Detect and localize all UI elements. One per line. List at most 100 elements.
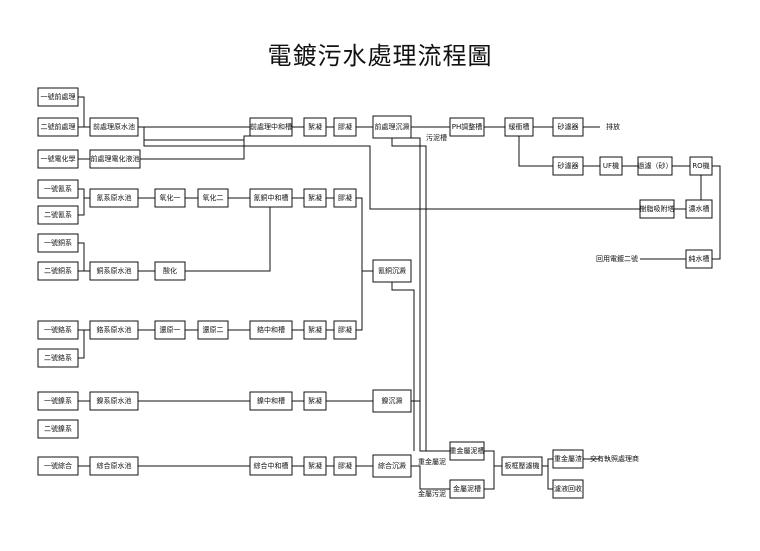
free-label-discharge: 排放 <box>606 122 620 131</box>
connector-line <box>78 242 90 272</box>
process-box-a11: 二號鎳系 <box>37 419 79 439</box>
process-box-label: 濃水槽 <box>689 204 710 213</box>
process-box-frame <box>37 233 79 253</box>
process-box-label: 前處理沉澱 <box>375 122 410 131</box>
process-box-frame <box>197 320 229 340</box>
process-box-label: 絮凝 <box>308 396 322 405</box>
process-box-frame <box>449 117 485 137</box>
process-box-label: 氰銅沉澱 <box>378 266 406 275</box>
process-box-frame <box>552 156 584 176</box>
process-box-frame <box>333 456 357 476</box>
process-box-frame <box>89 149 141 169</box>
process-box-h3: 砂濾器 <box>552 117 584 137</box>
process-box-g2: 氰銅沉澱 <box>372 259 412 283</box>
process-box-frame <box>685 199 713 219</box>
process-box-frame <box>449 479 485 499</box>
process-box-frame <box>89 391 139 411</box>
process-box-frame <box>685 249 713 269</box>
process-box-frame <box>637 156 673 176</box>
process-box-frame <box>249 188 293 208</box>
process-box-h5: UF機 <box>599 156 623 176</box>
process-box-label: 絮凝 <box>308 325 322 334</box>
process-box-label: 二號氰系 <box>44 210 72 219</box>
process-box-label: 一號電化學 <box>41 154 76 163</box>
process-box-d1: 前處理中和槽 <box>249 117 293 137</box>
process-box-frame <box>333 117 357 137</box>
process-box-f4: 膠凝 <box>333 456 357 476</box>
free-label-overflow: 污泥槽 <box>426 133 447 142</box>
diagram-title: 電鍍污水處理流程圖 <box>267 42 493 70</box>
connector-line <box>356 271 363 331</box>
process-box-c2: 氧化二 <box>197 188 229 208</box>
process-box-a1: 一號前處理 <box>37 87 79 107</box>
process-box-frame <box>449 441 485 461</box>
process-box-frame <box>37 117 79 137</box>
process-box-label: UF機 <box>603 161 619 170</box>
process-box-frame <box>501 456 543 476</box>
process-box-label: 濾液回收 <box>554 484 582 493</box>
process-box-frame <box>154 261 186 281</box>
process-box-label: 純水槽 <box>689 254 710 263</box>
process-box-a12: 一號綜合 <box>37 456 79 476</box>
process-box-h9: 濃水槽 <box>685 199 713 219</box>
process-box-a8: 一號鉻系 <box>37 320 79 340</box>
process-box-f2: 膠凝 <box>333 188 357 208</box>
process-box-h1: PH調整槽 <box>449 117 485 137</box>
process-box-b4: 銅系原水池 <box>89 261 139 281</box>
connector-line <box>143 127 640 210</box>
process-box-frame <box>639 199 675 219</box>
process-box-label: 前處理原水池 <box>93 122 135 131</box>
process-box-frame <box>249 320 293 340</box>
process-box-a10: 一號鎳系 <box>37 391 79 411</box>
process-box-frame <box>89 188 139 208</box>
connector-line <box>411 137 450 452</box>
process-box-b2: 前處理電化液池 <box>89 149 141 169</box>
connector-line <box>547 466 553 490</box>
connector-line <box>78 198 85 216</box>
process-box-label: 一號氰系 <box>44 184 72 193</box>
process-box-label: 緩衝槽 <box>509 122 530 131</box>
process-box-label: 重金屬泥槽 <box>450 446 485 455</box>
process-box-label: 銅系原水池 <box>97 266 132 275</box>
process-box-frame <box>504 117 534 137</box>
connector-line <box>484 466 495 490</box>
process-box-i3: 板框壓濾機 <box>501 456 543 476</box>
process-box-i4: 重金屬渣 <box>552 449 584 469</box>
process-box-frame <box>249 117 293 137</box>
process-box-c3: 酸化 <box>154 261 186 281</box>
process-box-b3: 氰系原水池 <box>89 188 139 208</box>
connector-line <box>411 465 450 490</box>
process-box-label: 二號前處理 <box>41 122 76 131</box>
process-box-frame <box>372 454 412 478</box>
process-box-a4: 一號氰系 <box>37 179 79 199</box>
connector-line <box>712 165 721 260</box>
connector-line <box>185 207 271 272</box>
process-box-i2: 金屬泥槽 <box>449 479 485 499</box>
process-box-label: 膠凝 <box>338 325 352 334</box>
connector-lines <box>78 96 721 490</box>
process-box-g1: 前處理沉澱 <box>372 115 412 139</box>
process-box-label: 前處理電化液池 <box>91 154 140 163</box>
process-box-frame <box>89 456 139 476</box>
process-box-frame <box>37 348 79 368</box>
process-box-frame <box>37 261 79 281</box>
process-box-label: 一號綜合 <box>44 461 72 470</box>
process-box-label: 板框壓濾機 <box>505 461 540 470</box>
process-box-frame <box>249 391 293 411</box>
process-box-e4: 絮凝 <box>303 391 327 411</box>
connector-line <box>484 450 502 467</box>
process-box-e1: 絮凝 <box>303 117 327 137</box>
process-box-c1: 氧化一 <box>154 188 186 208</box>
process-box-frame <box>333 188 357 208</box>
process-box-frame <box>37 87 79 107</box>
process-box-frame <box>552 117 584 137</box>
process-box-frame <box>303 320 327 340</box>
process-box-label: 過濾（砂） <box>638 161 673 170</box>
process-box-b5: 鉻系原水池 <box>89 320 139 340</box>
process-box-label: 砂濾器 <box>558 122 579 131</box>
process-box-frame <box>552 449 584 469</box>
process-box-frame <box>37 179 79 199</box>
process-box-h6: 過濾（砂） <box>637 156 673 176</box>
